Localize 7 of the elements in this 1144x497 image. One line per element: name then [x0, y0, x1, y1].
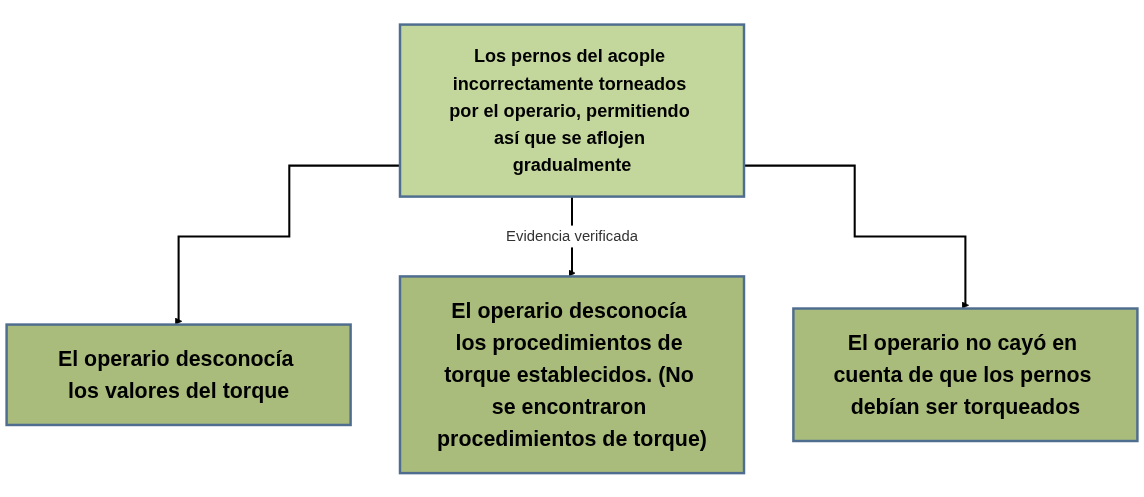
node-box: El operario no cayó en cuenta de que los pernos debían ser torqueados [792, 306, 1139, 442]
node-box: Los pernos del acople incorrectamente torneados por el operario, permitiendo así que se aflojen gradualmente [398, 23, 746, 198]
arrow [744, 164, 969, 309]
edge-label: Evidencia verificada [506, 227, 638, 244]
node-box: El operario desconocía los procedimientos de torque establecidos. (No se encontraron procedimientos de torque) [398, 274, 746, 474]
arrow [175, 164, 400, 325]
node-box: El operario desconocía los valores del torque [5, 322, 352, 426]
